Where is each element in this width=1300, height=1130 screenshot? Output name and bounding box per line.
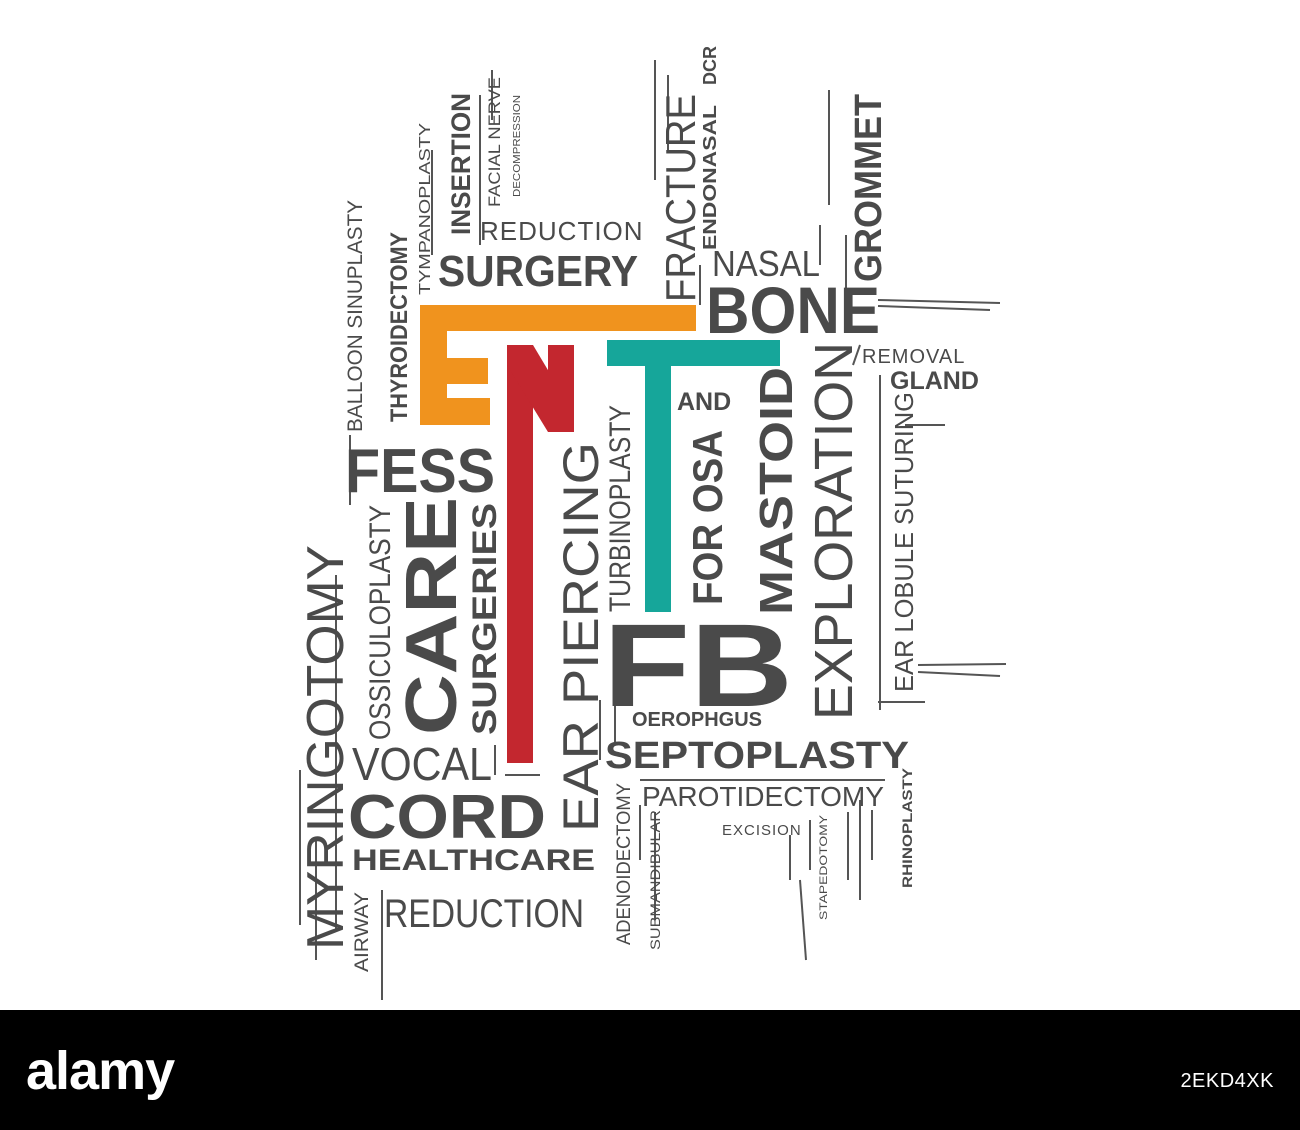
word-thyroidectomy: THYROIDECTOMY (386, 232, 413, 422)
word-healthcare: HEALTHCARE (352, 844, 595, 877)
word-ear-piercing: EAR PIERCING (553, 442, 609, 832)
word-care: CARE (392, 497, 472, 735)
word-for-osa: FOR OSA (684, 430, 731, 605)
word-submandibular: SUBMANDIBULAR (647, 810, 663, 950)
word-exploration: EXPLORATION (804, 342, 864, 720)
word-mastoid: MASTOID (750, 367, 802, 615)
letter-t (607, 340, 780, 612)
alamy-logo: alamy (26, 1041, 175, 1101)
word-excision: EXCISION (722, 822, 802, 839)
word-adenoidectomy: ADENOIDECTOMY (614, 783, 635, 945)
word-endonasal: ENDONASAL (700, 105, 720, 250)
word-facial-nerve: FACIAL NERVE (485, 77, 504, 207)
word-insertion: INSERTION (446, 93, 476, 235)
stock-id: 2EKD4XK (1180, 1070, 1274, 1092)
word-fb: FB (603, 600, 793, 732)
word-rhinoplasty: RHINOPLASTY (899, 767, 915, 888)
word-reduction-bottom: REDUCTION (384, 892, 584, 936)
word-turbinoplasty: TURBINOPLASTY (604, 405, 637, 612)
ent-logo (420, 305, 780, 763)
word-ossiculoplasty: OSSICULOPLASTY (364, 505, 397, 740)
word-ear-lobule-suturing: EAR LOBULE SUTURING (889, 392, 919, 692)
word-reduction-top: REDUCTION (480, 216, 644, 246)
word-decompression: DECOMPRESSION (512, 95, 523, 197)
word-and: AND (677, 388, 731, 416)
word-nasal: NASAL (712, 243, 820, 284)
word-stapedotomy: STAPEDOTOMY (818, 814, 830, 920)
word-airway: AIRWAY (352, 892, 373, 972)
word-vocal: VOCAL (352, 738, 492, 790)
word-myringotomy: MYRINGOTOMY (297, 545, 355, 950)
word-surgeries: SURGERIES (466, 503, 504, 735)
word-grommet: GROMMET (848, 94, 890, 282)
word-fracture: FRACTURE (657, 94, 704, 302)
word-tympanoplasty: TYMPANOPLASTY (417, 123, 434, 295)
ent-word-cloud: REDUCTION SURGERY NASAL BONE REMOVAL GLA… (297, 46, 1007, 1000)
word-removal: REMOVAL (862, 346, 965, 368)
letter-n (507, 345, 574, 763)
word-dcr: DCR (700, 46, 720, 85)
word-oerophgus: OEROPHGUS (632, 709, 762, 731)
word-surgery: SURGERY (438, 247, 638, 296)
letter-e (420, 305, 696, 425)
decorative-lines (299, 60, 1007, 1000)
word-parotidectomy: PAROTIDECTOMY (642, 781, 884, 812)
word-cord: CORD (348, 783, 546, 852)
word-septoplasty: SEPTOPLASTY (605, 735, 909, 777)
word-fess: FESS (345, 437, 495, 506)
watermark-footer: alamy 2EKD4XK (0, 1010, 1300, 1130)
word-gland: GLAND (890, 367, 979, 395)
word-balloon-sinuplasty: BALLOON SINUPLASTY (344, 200, 367, 432)
word-bone: BONE (706, 273, 880, 347)
